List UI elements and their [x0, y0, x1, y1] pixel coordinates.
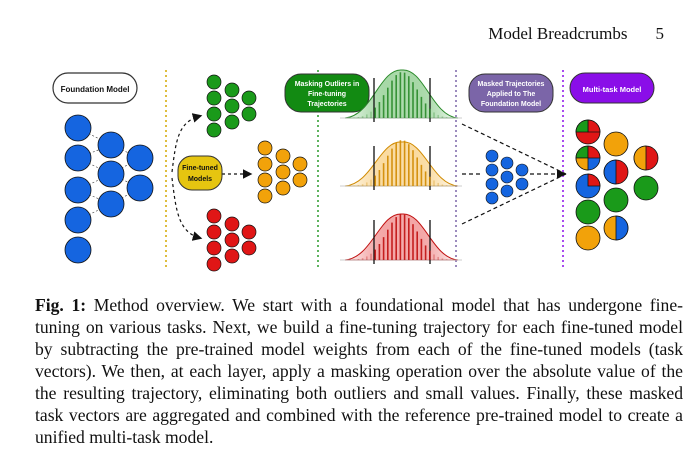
figure-caption: Fig. 1: Method overview. We start with a…: [35, 294, 683, 448]
finetuned-network-orange: [257, 140, 308, 204]
caption-text: Method overview. We start with a foundat…: [35, 295, 683, 447]
svg-text:Foundation Model: Foundation Model: [61, 85, 130, 94]
finetuned-models-label: Fine-tuned Models: [177, 155, 223, 191]
svg-text:Multi-task Model: Multi-task Model: [583, 85, 642, 94]
svg-text:Masked Trajectories: Masked Trajectories: [478, 81, 545, 88]
svg-text:Fine-tuning: Fine-tuning: [308, 91, 346, 98]
foundation-model-label: Foundation Model: [52, 72, 138, 104]
masked-trajectories-label: Masked Trajectories Applied to The Found…: [468, 73, 554, 113]
svg-text:Applied to The: Applied to The: [487, 91, 536, 98]
arrow: [171, 177, 203, 241]
svg-text:Masking Outliers in: Masking Outliers in: [295, 81, 360, 88]
arrow: [171, 113, 203, 173]
finetuned-network-green: [206, 74, 257, 138]
masking-outliers-label: Masking Outliers in Fine-tuning Trajecto…: [284, 73, 370, 113]
svg-text:Models: Models: [188, 176, 212, 183]
running-title: Model Breadcrumbs: [488, 24, 628, 43]
page-header: Model Breadcrumbs 5: [488, 24, 664, 44]
masked-network-blue: [485, 149, 529, 205]
page-number: 5: [655, 24, 665, 43]
multitask-model-label: Multi-task Model: [569, 72, 655, 104]
svg-text:Trajectories: Trajectories: [307, 101, 346, 108]
multitask-network: [575, 119, 659, 251]
arrow: [461, 173, 567, 225]
method-overview-figure: Foundation Model Fine-tuned Models: [0, 60, 700, 275]
svg-text:Fine-tuned: Fine-tuned: [182, 165, 218, 172]
histogram-red: [340, 213, 462, 264]
svg-text:Foundation Model: Foundation Model: [481, 101, 541, 108]
foundation-neurons: [64, 114, 154, 264]
arrow: [461, 123, 567, 175]
finetuned-network-red: [206, 208, 257, 272]
figure-label: Fig. 1:: [35, 295, 87, 315]
